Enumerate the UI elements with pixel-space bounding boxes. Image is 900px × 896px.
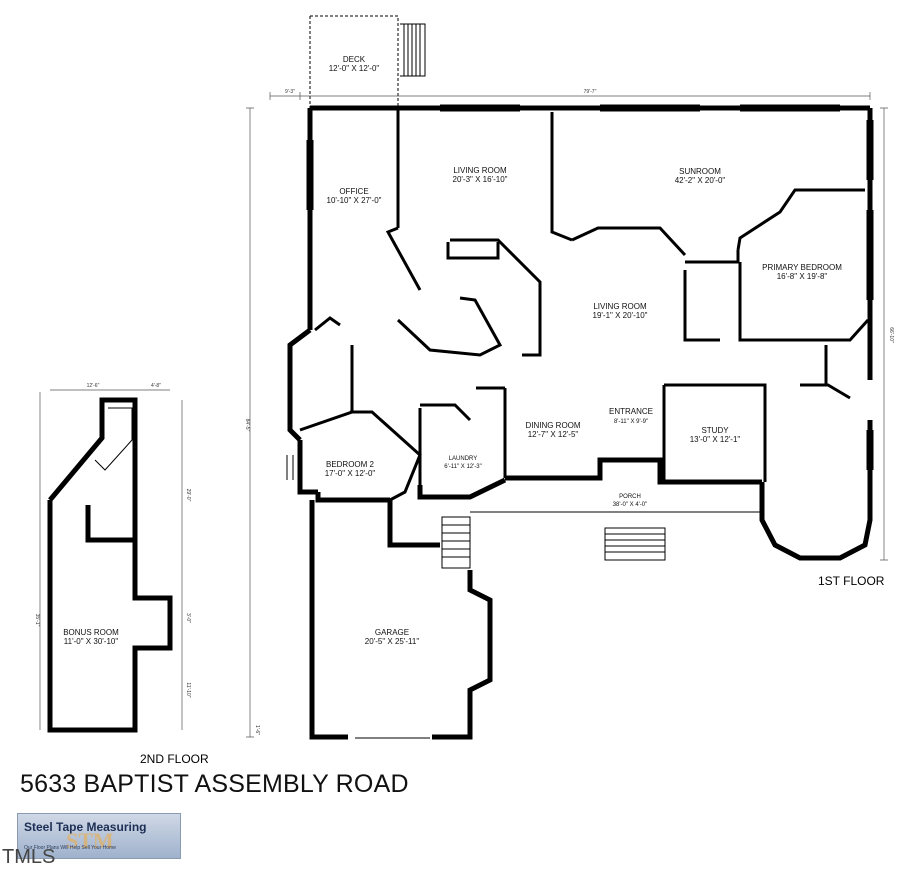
laundry-dims: 6'-11" X 12'-3" — [444, 464, 481, 470]
garage-label: GARAGE — [375, 628, 409, 637]
first-floor-outer-walls — [287, 105, 873, 561]
study-dims: 13'-0" X 12'-1" — [690, 435, 741, 444]
brand-logo: STM Steel Tape Measuring Our Floor Plans… — [17, 813, 181, 859]
bedroom-2-dims: 17'-0" X 12'-0" — [325, 469, 376, 478]
dimension-texts: 9'-3" 79'-7" 84'-5" 66'-10" 1'-6" 12'-6"… — [34, 89, 894, 735]
dimension-lines — [39, 92, 888, 738]
deck-label: DECK — [343, 55, 366, 64]
dim-top-overall: 79'-7" — [584, 89, 597, 95]
garage-steps — [441, 516, 471, 569]
sunroom-dims: 42'-2" X 20'-0" — [675, 176, 726, 185]
bonus-room-walls — [47, 397, 173, 733]
garage-dims: 20'-5" X 25'-11" — [365, 637, 420, 646]
property-address: 5633 BAPTIST ASSEMBLY ROAD — [20, 770, 409, 798]
logo-tagline: Our Floor Plans Will Help Sell Your Home — [24, 845, 116, 851]
first-floor-interior-walls — [299, 108, 870, 502]
office-label: OFFICE — [339, 187, 368, 196]
bedroom-2-label: BEDROOM 2 — [326, 460, 375, 469]
dining-room-label: DINING ROOM — [525, 421, 580, 430]
bonus-room-dims: 11'-0" X 30'-10" — [64, 637, 119, 646]
dim-top-left: 9'-3" — [285, 89, 295, 95]
living-room-2-dims: 19'-1" X 20'-10" — [593, 311, 648, 320]
study-label: STUDY — [701, 426, 729, 435]
entrance-dims: 8'-11" X 9'-9" — [614, 419, 648, 425]
first-floor-windows — [286, 104, 874, 739]
deck-dims: 12'-0" X 12'-0" — [329, 64, 380, 73]
porch-outline — [470, 511, 762, 561]
logo-title: Steel Tape Measuring — [24, 820, 147, 834]
bonus-room-label: BONUS ROOM — [63, 628, 119, 637]
dim-bonus-top-a: 12'-6" — [87, 383, 100, 389]
first-floor-label: 1ST FLOOR — [818, 574, 885, 588]
living-room-2-label: LIVING ROOM — [593, 302, 647, 311]
second-floor-label: 2ND FLOOR — [140, 752, 209, 766]
dim-bonus-top-b: 4'-8" — [151, 383, 161, 389]
bonus-room-stairs — [94, 407, 133, 471]
sunroom-label: SUNROOM — [679, 167, 721, 176]
porch-dims: 38'-0" X 4'-0" — [613, 502, 648, 508]
dining-room-dims: 12'-7" X 12'-5" — [528, 430, 579, 439]
dim-bonus-right-c: 11'-10" — [185, 682, 191, 697]
primary-bedroom-label: PRIMARY BEDROOM — [762, 263, 842, 272]
mls-watermark: TMLS — [2, 846, 56, 868]
porch-label: PORCH — [619, 494, 641, 500]
garage-walls — [309, 500, 493, 740]
logo-mark: STM — [66, 828, 114, 853]
dim-left-overall: 84'-5" — [244, 419, 250, 432]
laundry-label: LAUNDRY — [449, 456, 478, 462]
primary-bedroom-dims: 16'-8" X 19'-8" — [777, 272, 828, 281]
entrance-label: ENTRANCE — [609, 407, 653, 416]
dim-bonus-left: 35'-1" — [34, 614, 40, 627]
living-room-1-label: LIVING ROOM — [453, 166, 507, 175]
deck-stairs — [400, 23, 426, 77]
room-labels: DECK 12'-0" X 12'-0" OFFICE 10'-10" X 27… — [63, 55, 842, 646]
office-dims: 10'-10" X 27'-0" — [327, 196, 382, 205]
living-room-1-dims: 20'-3" X 16'-10" — [453, 175, 508, 184]
deck-outline — [309, 15, 399, 108]
dim-bonus-right-b: 3'-0" — [185, 613, 191, 623]
floor-plan-drawing: DECK 12'-0" X 12'-0" OFFICE 10'-10" X 27… — [34, 15, 894, 766]
dim-bonus-right-a: 29'-0" — [185, 489, 191, 502]
dim-right-overall: 66'-10" — [888, 327, 894, 343]
dim-bottom-left: 1'-6" — [254, 725, 260, 735]
